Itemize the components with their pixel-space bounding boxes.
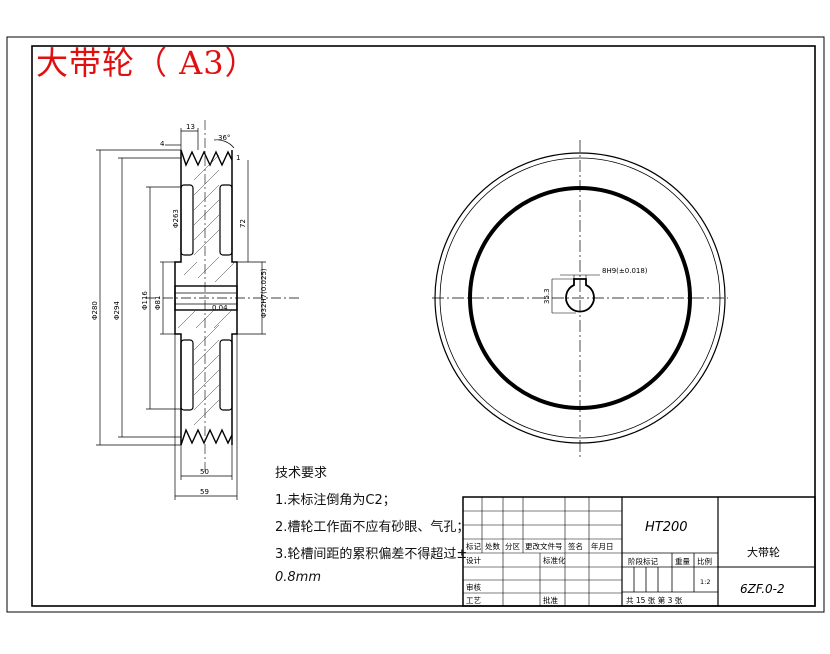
label-scale: 比例 [697,556,712,566]
technical-requirements: 技术要求 1.未标注倒角为C2； 2.槽轮工作面不应有砂眼、气孔； 3.轮槽间距… [275,462,469,593]
scale-value: 1:2 [700,578,710,586]
rev-col-count: 处数 [485,541,500,551]
rev-col-mark: 标记 [466,541,481,551]
title-stamp: 大带轮（ A3） [36,44,258,82]
section-view [96,120,300,500]
rev-col-zone: 分区 [505,542,520,551]
label-stage: 阶段标记 [628,556,658,566]
dim-d263: Φ263 [172,209,180,228]
label-standardize: 标准化 [543,555,566,565]
dim-1: 1 [236,154,240,162]
tech-req-item-1: 1.未标注倒角为C2； [275,493,396,508]
tech-req-item-4: 0.8mm [275,570,322,585]
outer-frame [6,36,825,613]
dim-d116: Φ116 [141,291,149,310]
outer-rim-circle [434,152,726,444]
tech-req-item-3: 3.轮槽间距的累积偏差不得超过± [275,547,468,562]
front-dimension-labels: 8H9(±0.018) 35.3 [543,267,648,304]
dim-angle-36: 36° [218,134,230,142]
label-review: 审核 [466,582,481,592]
drawing-number: 6ZF.0-2 [740,582,785,596]
dim-keyway-width: 8H9(±0.018) [602,267,648,275]
label-weight: 重量 [675,557,690,566]
dim-d294: Φ294 [113,301,121,320]
rev-col-sign: 签名 [568,541,583,551]
title-block [462,496,816,607]
web-circle [468,186,692,410]
dim-72: 72 [239,219,247,228]
part-name: 大带轮 [747,545,780,559]
dim-bore: Φ32H7(0.025) [260,268,268,318]
bore-keyway [565,278,595,313]
label-approve: 批准 [543,595,558,605]
dim-chamfer: 0.04 [212,304,228,312]
dim-4: 4 [160,140,165,148]
rev-col-docno: 更改文件号 [525,541,563,551]
dim-w50: 50 [200,468,209,476]
rim-inner-line [439,157,721,439]
dim-d280: Φ280 [91,301,99,320]
sheet-info: 共 15 张 第 3 张 [626,595,683,605]
label-design: 设计 [466,555,481,565]
inner-frame [31,45,816,607]
dim-13: 13 [186,123,195,131]
dim-keyway-depth: 35.3 [543,288,551,304]
title-block-text: 标记 处数 分区 更改文件号 签名 年月日 设计 标准化 审核 工艺 批准 阶段… [466,520,785,605]
tech-req-item-2: 2.槽轮工作面不应有砂眼、气孔； [275,520,470,535]
front-view [432,140,728,458]
rev-col-date: 年月日 [591,541,614,551]
material: HT200 [645,520,688,535]
section-dimension-labels: 13 4 36° 1 Φ280 Φ294 Φ116 Φ81 Φ263 72 Φ3… [91,123,268,496]
tech-req-heading: 技术要求 [275,466,328,481]
label-process: 工艺 [466,596,481,605]
dim-d81: Φ81 [154,296,162,310]
dim-w59: 59 [200,488,209,496]
